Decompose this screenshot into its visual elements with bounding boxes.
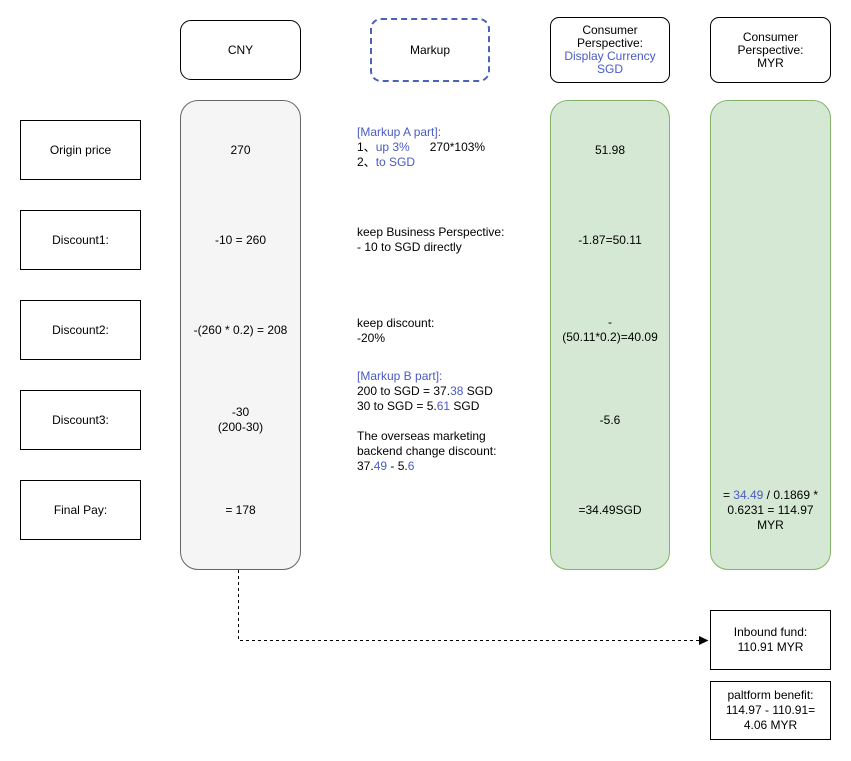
cny-header-label: CNY [227, 42, 254, 57]
inbound-fund-text: Inbound fund: 110.91 MYR [733, 625, 808, 654]
sgd-value-origin: 51.98 [594, 143, 626, 157]
row-label-text: Discount2: [52, 322, 109, 337]
cny-value-discount3: -30 (200-30) [217, 405, 264, 434]
myr-column [710, 100, 831, 570]
row-label-text: Final Pay: [53, 502, 108, 517]
markup-note-discount1: keep Business Perspective:- 10 to SGD di… [357, 225, 505, 254]
markup-note-part-a: [Markup A part]:1、up 3% 270*103%2、to SGD [357, 125, 486, 169]
platform-benefit-text: paltform benefit: 114.97 - 110.91= 4.06 … [725, 688, 816, 732]
sgd-value-discount2: - (50.11*0.2)=40.09 [562, 315, 658, 344]
markup-note-discount2: keep discount:-20% [357, 316, 435, 345]
row-label-discount3: Discount3: [20, 390, 141, 450]
cny-value-final: = 178 [225, 503, 256, 517]
cny-value-discount1: -10 = 260 [214, 233, 267, 247]
row-label-discount1: Discount1: [20, 210, 141, 270]
row-label-final-pay: Final Pay: [20, 480, 141, 540]
inbound-fund-box: Inbound fund: 110.91 MYR [710, 610, 831, 670]
cny-value-origin: 270 [230, 143, 251, 157]
sgd-value-final: =34.49SGD [578, 503, 642, 517]
row-label-origin-price: Origin price [20, 120, 141, 180]
row-label-discount2: Discount2: [20, 300, 141, 360]
platform-benefit-box: paltform benefit: 114.97 - 110.91= 4.06 … [710, 681, 831, 740]
markup-header-label: Markup [409, 42, 450, 57]
row-label-text: Discount3: [52, 412, 109, 427]
sgd-value-discount3: -5.6 [599, 413, 621, 427]
sgd-column [550, 100, 670, 570]
markup-header: Markup [370, 18, 490, 82]
row-label-text: Discount1: [52, 232, 109, 247]
row-label-text: Origin price [49, 142, 112, 157]
cny-value-discount2: -(260 * 0.2) = 208 [193, 323, 288, 337]
cny-column [180, 100, 301, 570]
cny-header: CNY [180, 20, 301, 80]
sgd-value-discount1: -1.87=50.11 [578, 233, 642, 247]
